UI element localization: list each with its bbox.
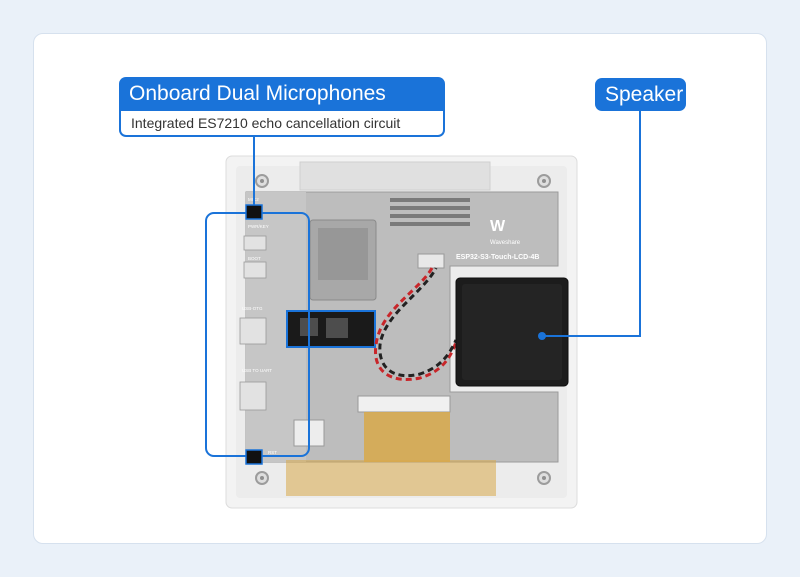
speaker-leader-dot bbox=[538, 332, 546, 340]
mic-callout-subtitle: Integrated ES7210 echo cancellation circ… bbox=[119, 111, 445, 137]
silk-boot: BOOT bbox=[248, 256, 261, 261]
top-slot bbox=[299, 161, 491, 191]
mic2-marker bbox=[245, 204, 263, 220]
flex-cable bbox=[364, 412, 450, 462]
flex-cable-lower bbox=[286, 460, 496, 496]
silk-usb-uart: USB TO UART bbox=[242, 368, 272, 373]
speaker-cable-black bbox=[378, 267, 458, 378]
silk-rst: RST bbox=[268, 450, 277, 455]
header-pins bbox=[390, 198, 470, 226]
silk-usb-otg: USB-OTG bbox=[242, 306, 263, 311]
brand-label: Waveshare bbox=[490, 240, 521, 246]
screw-holes bbox=[255, 174, 551, 485]
fpc-connector bbox=[357, 395, 451, 413]
es7210-highlight bbox=[286, 310, 376, 348]
model-label: ESP32-S3-Touch-LCD-4B bbox=[456, 254, 540, 261]
speaker-callout-title: Speaker bbox=[595, 78, 686, 111]
mic-callout-title: Onboard Dual Microphones bbox=[119, 77, 445, 111]
speaker-leader-line bbox=[542, 111, 641, 337]
mic1-marker bbox=[245, 449, 263, 465]
logo-mark: W bbox=[490, 218, 506, 235]
silk-pwrkey: PWR/KEY bbox=[248, 224, 269, 229]
